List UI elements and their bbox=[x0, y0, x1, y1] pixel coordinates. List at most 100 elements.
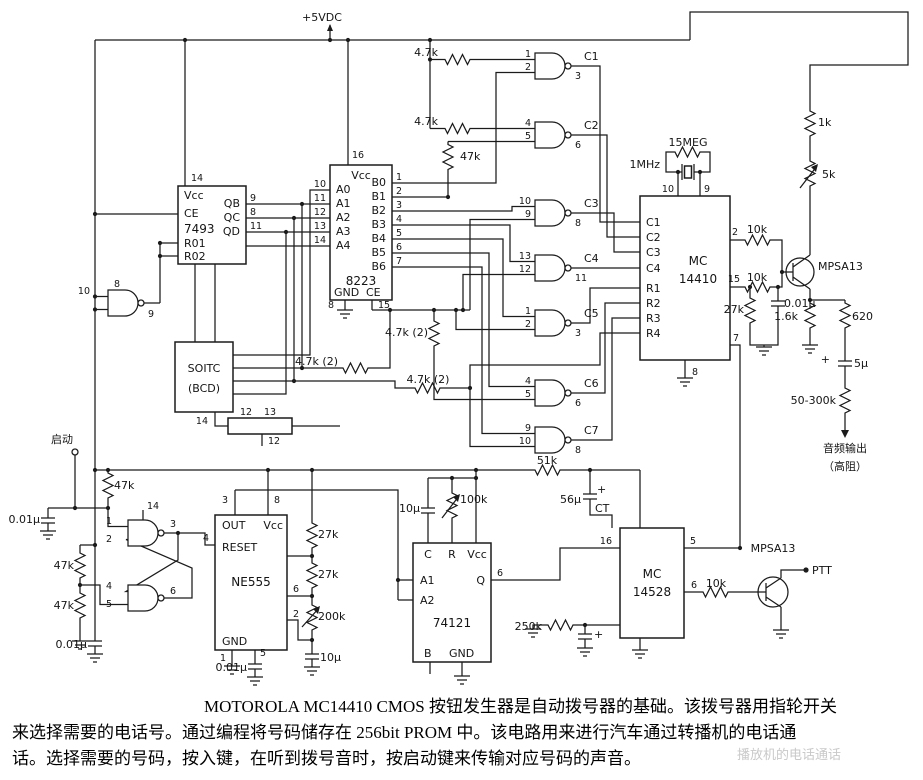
pin-number: 14 bbox=[314, 235, 326, 246]
ic-8223-box bbox=[329, 164, 393, 301]
nand-gate-c1 bbox=[534, 52, 572, 80]
pin-number: 8 bbox=[250, 207, 256, 218]
capacitor-label: 10μ bbox=[399, 502, 420, 515]
pin-number: 14 bbox=[191, 173, 203, 184]
ic-mc14410-box bbox=[639, 195, 731, 361]
capacitor-label: 0.01μ bbox=[9, 513, 41, 526]
resistor-label: 27k bbox=[318, 568, 339, 581]
ic-pin-label: C1 bbox=[646, 216, 661, 229]
nand-gate-c7 bbox=[534, 426, 572, 454]
resistor-label: 50-300k bbox=[791, 394, 837, 407]
resistor-label: 47k bbox=[54, 599, 75, 612]
ic-pin-label: B4 bbox=[371, 232, 386, 245]
ground-symbols bbox=[39, 309, 819, 686]
pin-number: 15 bbox=[378, 300, 390, 311]
nand-gates bbox=[107, 52, 572, 612]
pin-number: 14 bbox=[147, 501, 159, 512]
ic-pin-label: A0 bbox=[336, 183, 351, 196]
ic-pin-label: R02 bbox=[184, 250, 206, 263]
ic-pin-label: C4 bbox=[646, 262, 661, 275]
ic-part-label: 14528 bbox=[633, 585, 671, 599]
ic-pin-label: R01 bbox=[184, 237, 206, 250]
capacitor-label: 0.01μ bbox=[56, 638, 88, 651]
resistor-label: 27k bbox=[724, 303, 745, 316]
ic-pin-label: C bbox=[424, 548, 432, 561]
pin-number: 3 bbox=[575, 71, 581, 82]
caption: MOTOROLA MC14410 CMOS 按钮发生器是自动拨号器的基础。该拨号… bbox=[12, 694, 911, 772]
pin-number: 8 bbox=[575, 445, 581, 456]
capacitor-label: 10μ bbox=[320, 651, 341, 664]
pin-number: 2 bbox=[732, 227, 738, 238]
pin-number: 13 bbox=[314, 221, 326, 232]
pin-number: 1 bbox=[396, 172, 402, 183]
start-terminal[interactable] bbox=[71, 448, 79, 456]
resistor-label: 47k bbox=[460, 150, 481, 163]
resistor-label: 4.7k bbox=[414, 115, 438, 128]
caption-line-1: MOTOROLA MC14410 CMOS 按钮发生器是自动拨号器的基础。该拨号… bbox=[204, 697, 837, 716]
gate-label: C7 bbox=[584, 424, 599, 437]
ic-pin-label: B1 bbox=[371, 190, 386, 203]
ic-pin-label: A1 bbox=[336, 197, 351, 210]
transistor-label: MPSA13 bbox=[818, 260, 863, 273]
resistor-label: 1k bbox=[818, 116, 832, 129]
ic-pin-label: B3 bbox=[371, 218, 386, 231]
nand-gate-latch-bottom bbox=[127, 584, 165, 612]
pin-number: 12 bbox=[268, 436, 280, 447]
pin-number: 16 bbox=[352, 150, 364, 161]
pin-number: 3 bbox=[396, 200, 402, 211]
resistor-label: 200k bbox=[318, 610, 346, 623]
pin-number: 15 bbox=[728, 274, 740, 285]
wires-gate-outputs bbox=[571, 65, 640, 441]
gate-label: C3 bbox=[584, 197, 599, 210]
nand-gate-c4 bbox=[534, 254, 572, 282]
pin-number: 3 bbox=[575, 328, 581, 339]
pin-number: 10 bbox=[662, 184, 674, 195]
pin-number: 5 bbox=[525, 389, 531, 400]
ic-ne555-box bbox=[214, 514, 288, 651]
ic-pin-label: B2 bbox=[371, 204, 386, 217]
pin-number: 6 bbox=[575, 140, 581, 151]
caption-line-3: 话。选择需要的号码，按入键，在听到拨号音时，按启动键来传输对应号码的声音。 bbox=[12, 749, 641, 768]
ic-pin-label: Vcc bbox=[351, 169, 371, 182]
connector-box bbox=[227, 417, 293, 435]
nand-gate-c5 bbox=[534, 309, 572, 337]
pin-number: 1 bbox=[525, 49, 531, 60]
pin-number: 2 bbox=[293, 609, 299, 620]
pin-number: 1 bbox=[106, 516, 112, 527]
pin-number: 12 bbox=[314, 207, 326, 218]
ic-pin-label: GND bbox=[334, 286, 359, 299]
pin-number: 2 bbox=[396, 186, 402, 197]
resistor-label: 4.7k bbox=[414, 46, 438, 59]
pin-number: 2 bbox=[106, 534, 112, 545]
ic-pin-label: R1 bbox=[646, 282, 661, 295]
ic-pin-label: B bbox=[424, 647, 432, 660]
pin-number: 4 bbox=[203, 533, 209, 544]
ptt-terminal bbox=[803, 567, 809, 573]
ic-pin-label: R4 bbox=[646, 327, 661, 340]
pin-number: 10 bbox=[519, 436, 531, 447]
ic-part-label: 7493 bbox=[184, 222, 215, 236]
nand-gate-c3 bbox=[534, 199, 572, 227]
junction-dots bbox=[72, 37, 813, 643]
pin-number: 8 bbox=[328, 300, 334, 311]
pin-number: 4 bbox=[396, 214, 402, 225]
ic-pin-label: GND bbox=[222, 635, 247, 648]
resistor-label: 4.7k (2) bbox=[407, 373, 450, 386]
pin-number: 8 bbox=[274, 495, 280, 506]
polarity-plus: + bbox=[597, 483, 606, 496]
ic-pin-label: Q bbox=[476, 574, 485, 587]
ic-pin-label: A2 bbox=[420, 594, 435, 607]
ic-pin-label: OUT bbox=[222, 519, 246, 532]
nand-gate-c2 bbox=[534, 121, 572, 149]
pin-number: 6 bbox=[497, 568, 503, 579]
pin-number: 10 bbox=[314, 179, 326, 190]
ic-pin-label: R bbox=[448, 548, 456, 561]
ic-part-label: NE555 bbox=[231, 575, 270, 589]
audio-output-label: 音频输出 bbox=[823, 441, 867, 455]
pin-number: 5 bbox=[396, 228, 402, 239]
audio-output-label: （高阻） bbox=[823, 459, 867, 473]
transistor-q2 bbox=[757, 576, 789, 608]
pin-number: 4 bbox=[525, 376, 531, 387]
transistor-label: MPSA13 bbox=[751, 542, 796, 555]
ic-pin-label: QB bbox=[224, 197, 240, 210]
